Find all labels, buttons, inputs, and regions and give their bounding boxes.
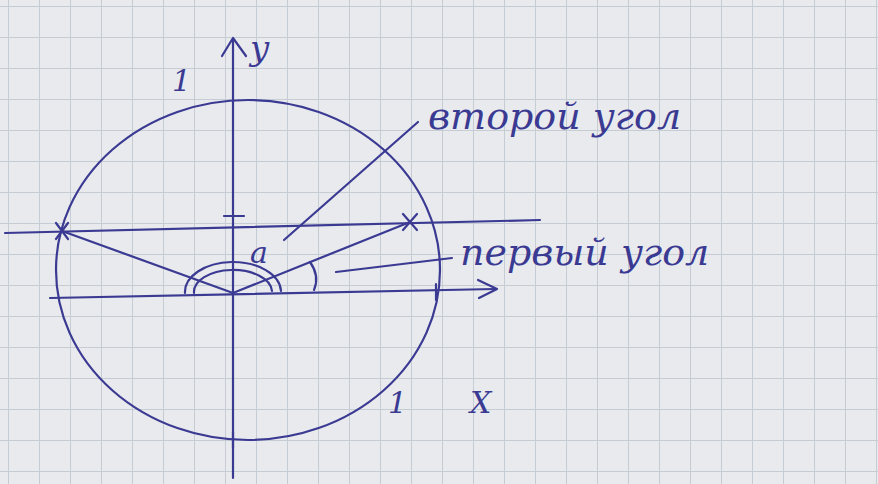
radius-first (233, 222, 410, 293)
horizontal-chord (5, 220, 540, 233)
axis-tick (232, 432, 234, 448)
axis-label: X (470, 386, 491, 419)
unit-circle (56, 100, 440, 440)
leader-line (284, 122, 418, 240)
axis-label: y (250, 30, 269, 67)
angle-arc-second (194, 270, 272, 293)
angle-letter: a (250, 236, 268, 269)
leader-line (336, 258, 452, 272)
angle-arc-first (310, 262, 316, 290)
y-axis (232, 40, 234, 478)
angle-callout: первый угол (460, 232, 709, 274)
axis-tick (224, 215, 244, 217)
unit-label: 1 (388, 386, 407, 419)
x-arrowhead (478, 280, 497, 298)
axis-tick (435, 284, 437, 300)
angle-callout: второй угол (428, 96, 681, 138)
y-arrowhead (222, 38, 246, 56)
unit-label: 1 (172, 64, 191, 97)
radius-second (62, 231, 233, 293)
